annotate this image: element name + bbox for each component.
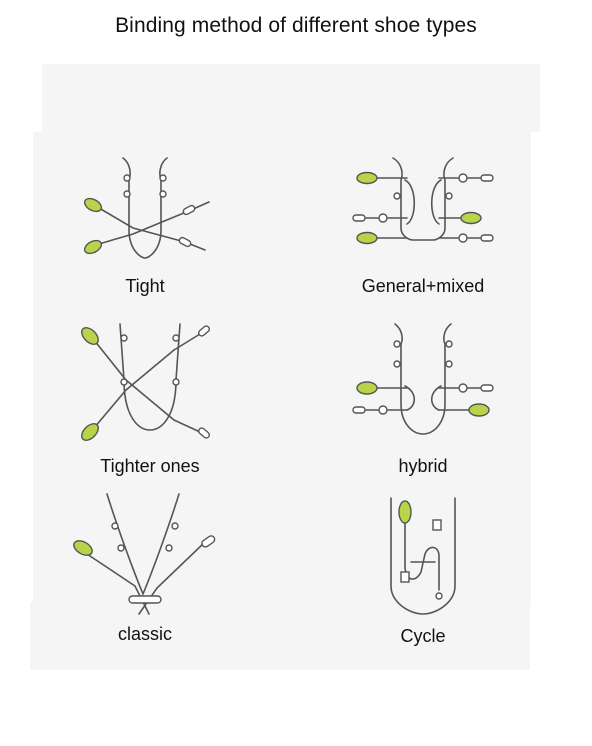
diagram-panel-top	[42, 64, 540, 132]
classic-diagram	[73, 493, 216, 615]
method-cycle: Cycle	[323, 490, 523, 650]
tighter-ones-diagram	[81, 323, 210, 441]
method-label: Tighter ones	[100, 456, 200, 476]
diagram-panel-bottom	[30, 602, 530, 670]
method-label: General+mixed	[361, 276, 485, 296]
tight-diagram	[83, 157, 210, 259]
method-tight: Tight	[45, 150, 245, 310]
method-tighter-ones: Tighter ones	[50, 320, 250, 480]
method-label: hybrid	[398, 456, 448, 476]
method-label: Tight	[125, 276, 165, 296]
cycle-diagram	[390, 497, 456, 615]
method-label: Cycle	[400, 626, 446, 646]
method-classic: classic	[45, 490, 245, 650]
general-mixed-diagram	[352, 157, 494, 245]
hybrid-diagram	[352, 323, 494, 435]
method-general-mixed: General+mixed	[323, 150, 523, 310]
method-hybrid: hybrid	[323, 320, 523, 480]
method-label: classic	[117, 624, 172, 644]
page-title: Binding method of different shoe types	[115, 14, 477, 37]
